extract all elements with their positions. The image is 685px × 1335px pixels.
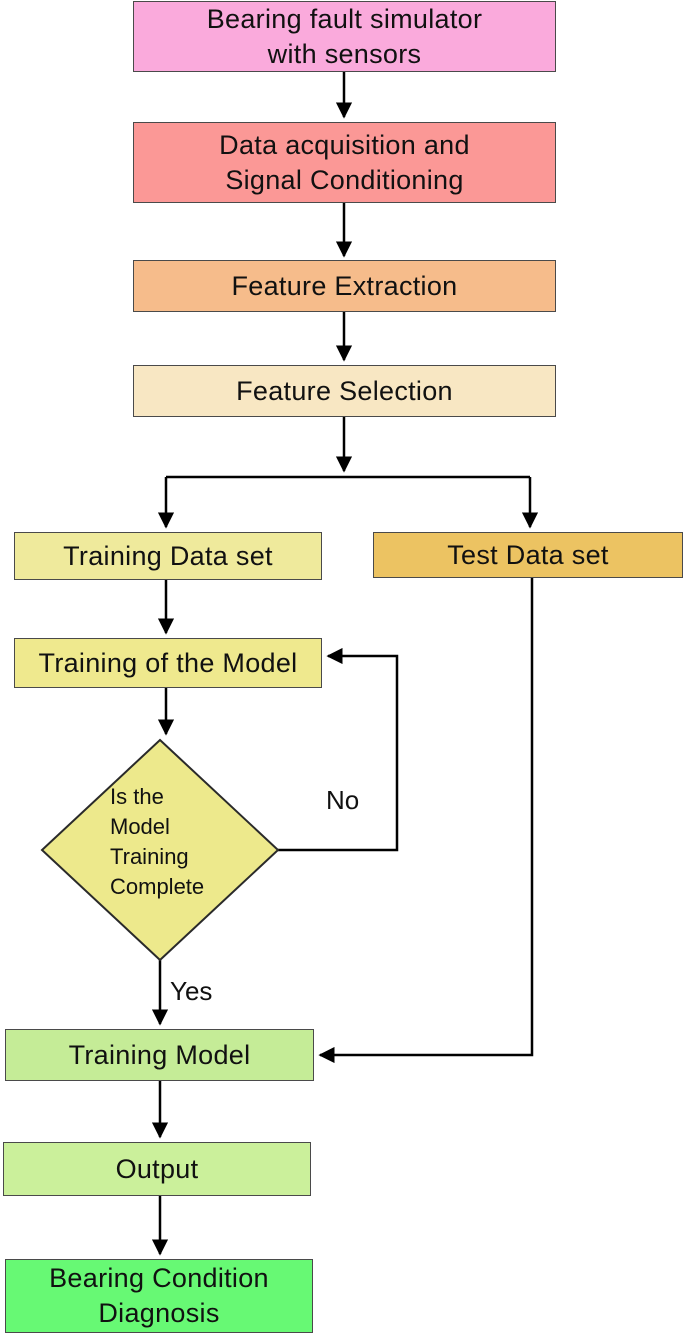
- node-training-of-the-model: Training of the Model: [14, 638, 322, 688]
- node-data-acquisition: Data acquisition and Signal Conditioning: [133, 122, 556, 203]
- node-label: Model: [110, 814, 170, 839]
- node-label: Training Data set: [63, 540, 273, 571]
- node-label: Training: [110, 844, 189, 869]
- node-label: Feature Extraction: [231, 270, 458, 301]
- node-label: with sensors: [267, 38, 422, 69]
- node-decision-is-training-complete: Is the Model Training Complete: [110, 782, 250, 902]
- node-output: Output: [3, 1142, 311, 1196]
- node-label: Complete: [110, 874, 205, 899]
- node-bearing-condition-diagnosis: Bearing Condition Diagnosis: [5, 1259, 313, 1333]
- node-label: Training Model: [68, 1039, 251, 1070]
- node-label: Data acquisition and: [219, 129, 470, 160]
- edge-label-no: No: [326, 785, 360, 815]
- node-feature-extraction: Feature Extraction: [133, 260, 556, 312]
- node-training-data-set: Training Data set: [14, 532, 322, 580]
- node-label: Bearing Condition: [49, 1263, 269, 1293]
- edge-no-loop: [278, 647, 399, 852]
- node-training-model: Training Model: [5, 1029, 314, 1081]
- decision-diamond-shape: [40, 738, 280, 962]
- node-label: Is the: [110, 784, 164, 809]
- node-label: Signal Conditioning: [225, 164, 464, 195]
- node-test-data-set: Test Data set: [373, 532, 683, 578]
- node-label: Bearing fault simulator: [206, 3, 483, 34]
- node-feature-selection: Feature Selection: [133, 365, 556, 417]
- node-label: Training of the Model: [38, 647, 298, 678]
- edge-test-data-to-training-model: [318, 578, 534, 1064]
- node-label: Diagnosis: [98, 1298, 220, 1328]
- node-label: Output: [115, 1153, 199, 1184]
- edge-label-yes: Yes: [170, 976, 213, 1006]
- node-label: Feature Selection: [236, 375, 453, 406]
- node-label: Test Data set: [447, 539, 609, 570]
- node-bearing-fault-simulator: Bearing fault simulator with sensors: [133, 1, 556, 72]
